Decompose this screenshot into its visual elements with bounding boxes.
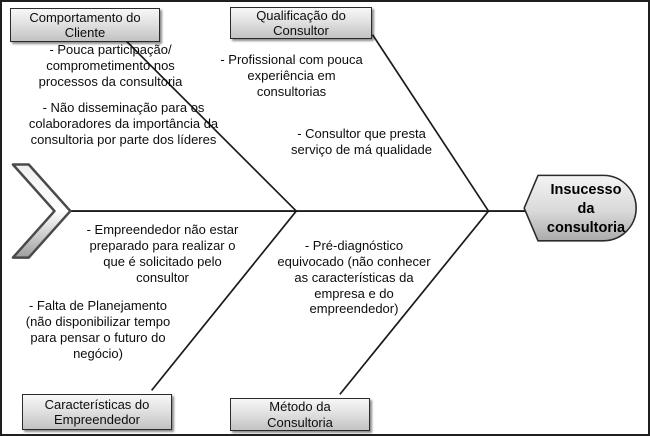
tail-chevron-icon <box>11 163 72 259</box>
rib-top-left <box>123 38 297 212</box>
category-box-entrepreneur-traits: Características do Empreendedor <box>22 394 172 430</box>
rib-bottom-left <box>150 210 297 391</box>
effect-label: Insucesso da consultoria <box>546 182 626 237</box>
category-box-consulting-method: Método da Consultoria <box>230 398 370 431</box>
cause-low-participation: - Pouca participação/ comprometimento no… <box>38 42 183 89</box>
rib-top-right <box>371 34 490 212</box>
category-box-client-behavior: Comportamento do Cliente <box>10 8 160 42</box>
cause-lack-of-planning: - Falta de Planejamento (não disponibili… <box>25 298 171 361</box>
effect-node-shape <box>523 174 637 242</box>
rib-bottom-right <box>339 210 490 395</box>
cause-no-dissemination: - Não disseminação para os colaboradores… <box>28 100 219 147</box>
cause-unprepared-entrepreneur: - Empreendedor não estar preparado para … <box>86 222 239 285</box>
cause-inexperienced-professional: - Profissional com pouca experiência em … <box>220 52 363 99</box>
cause-wrong-pre-diagnosis: - Pré-diagnóstico equivocado (não conhec… <box>277 238 431 317</box>
cause-poor-quality-service: - Consultor que presta serviço de má qua… <box>291 126 432 157</box>
category-box-consultant-qualification: Qualificação do Consultor <box>230 7 372 39</box>
